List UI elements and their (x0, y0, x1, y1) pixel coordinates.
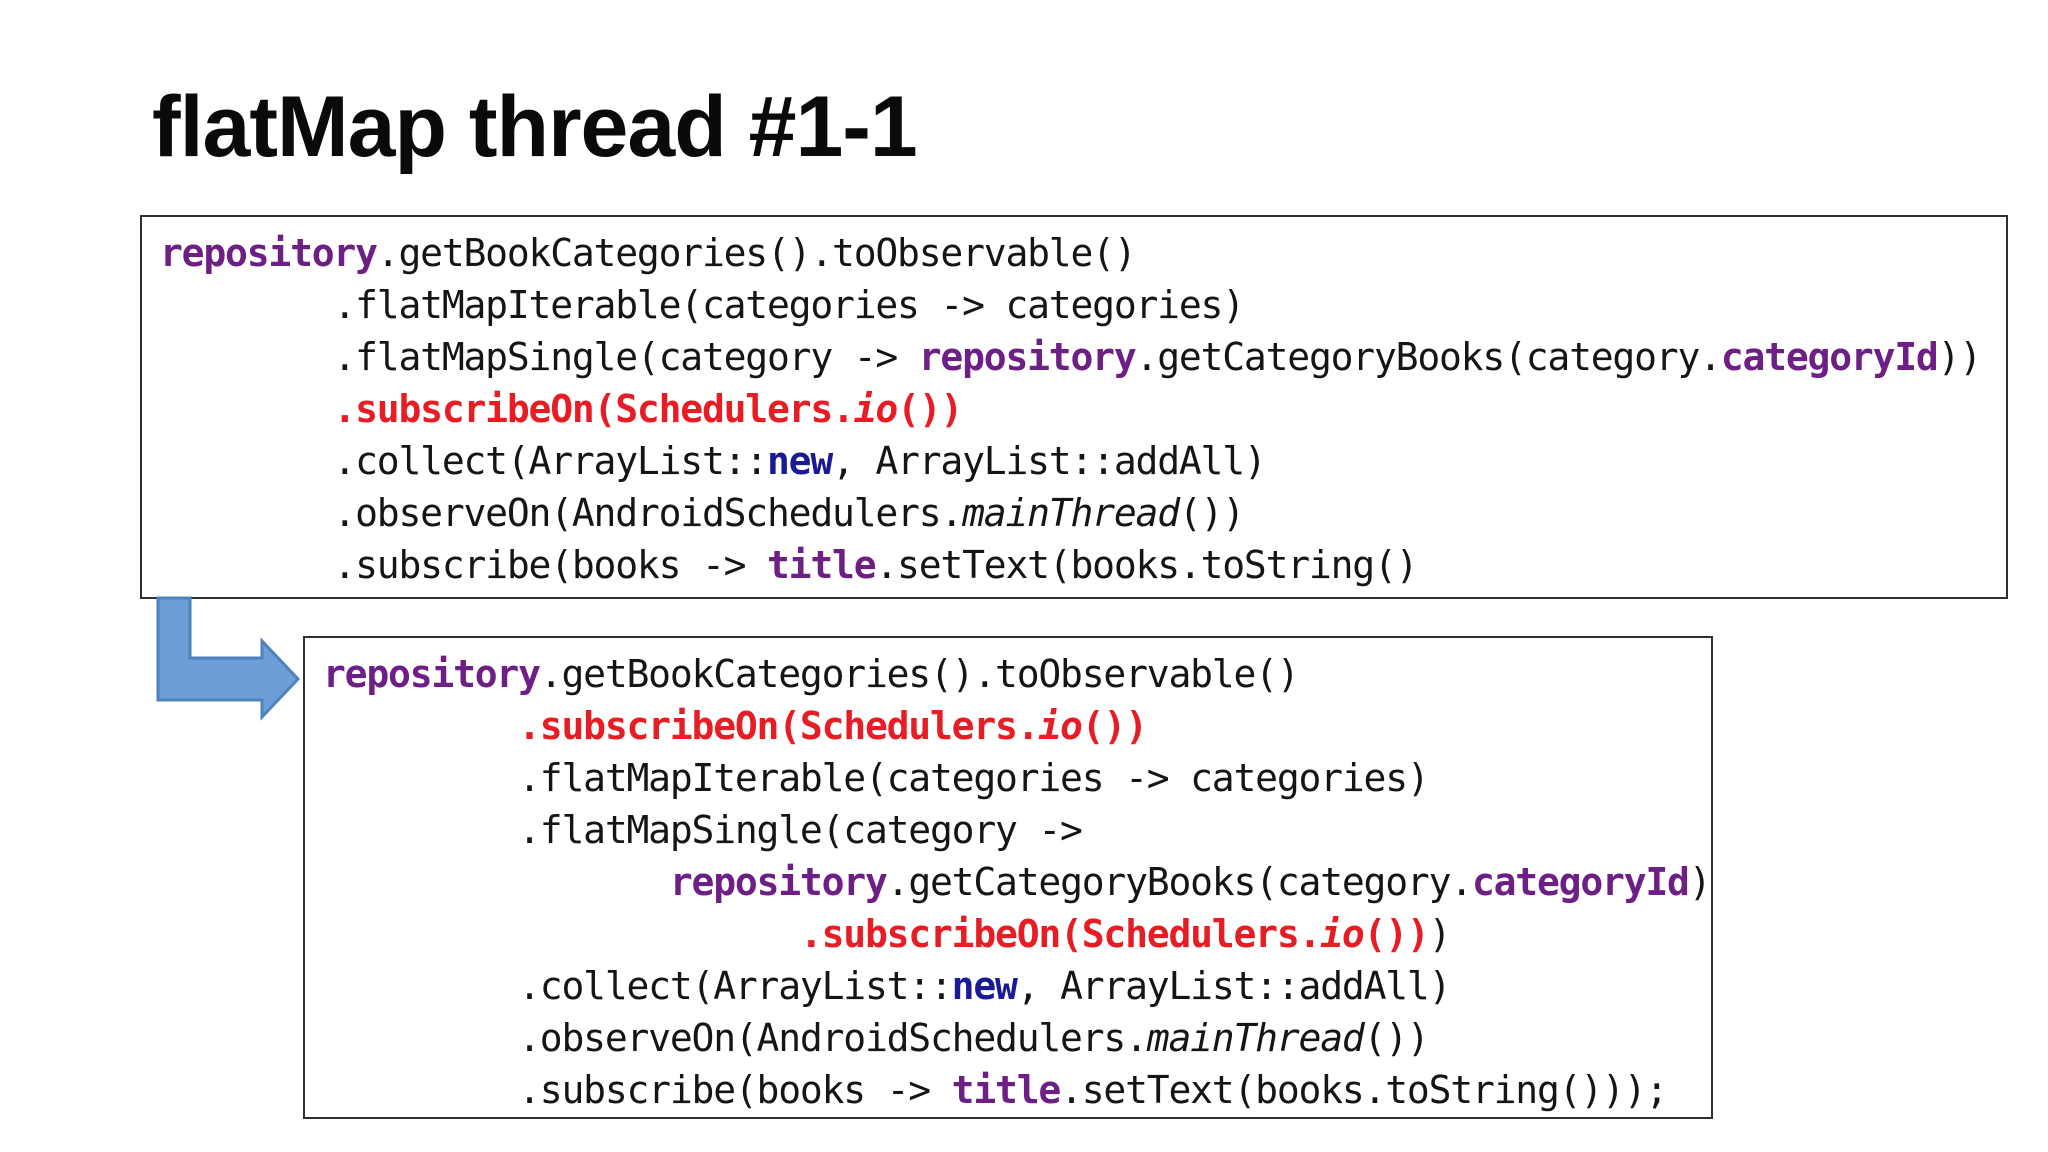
code-segment-black: ) (1688, 860, 1712, 904)
code-line: .observeOn(AndroidSchedulers.mainThread(… (160, 487, 2006, 539)
code-line: .subscribe(books -> title.setText(books.… (160, 539, 2006, 591)
code-segment-purple: categoryId (1471, 860, 1690, 904)
code-segment-black: ) (1428, 912, 1452, 956)
code-segment-red: ()) (897, 387, 963, 431)
page-title: flatMap thread #1-1 (152, 79, 918, 175)
code-segment-red: .subscribeOn(Schedulers. (160, 387, 854, 431)
code-segment-black: .flatMapSingle(category -> (323, 808, 1083, 852)
code-segment-purple: categoryId (1720, 335, 1939, 379)
code-segment-black: .setText(books.toString() (875, 543, 1418, 587)
code-segment-red: .subscribeOn(Schedulers. (323, 704, 1039, 748)
code-line: repository.getCategoryBooks(category.cat… (323, 856, 1712, 908)
code-segment-black: .getCategoryBooks(category. (886, 860, 1474, 904)
code-line: repository.getBookCategories().toObserva… (160, 227, 2006, 279)
code-segment-italic: mainThread (962, 491, 1180, 535)
code-block-rewritten: repository.getBookCategories().toObserva… (303, 636, 1713, 1119)
code-line: .flatMapIterable(categories -> categorie… (160, 279, 2006, 331)
code-line: .flatMapIterable(categories -> categorie… (323, 752, 1711, 804)
code-line: .flatMapSingle(category -> repository.ge… (160, 331, 2006, 383)
code-segment-purple: repository (918, 335, 1137, 379)
code-segment-black: .subscribe(books -> (160, 543, 767, 587)
code-segment-black: .flatMapSingle(category -> (160, 335, 919, 379)
code-segment-black: , ArrayList::addAll) (832, 439, 1267, 483)
code-segment-black: )) (1937, 335, 1983, 379)
code-segment-black: .getCategoryBooks(category. (1135, 335, 1723, 379)
code-line: repository.getBookCategories().toObserva… (323, 648, 1711, 700)
code-segment-black: .collect(ArrayList:: (160, 439, 768, 483)
code-segment-navy: new (766, 439, 833, 483)
code-segment-black: .getBookCategories().toObservable() (376, 231, 1137, 275)
code-segment-black (323, 860, 670, 904)
code-segment-red: .subscribeOn(Schedulers. (323, 912, 1321, 956)
code-segment-black: ()) (1363, 1016, 1430, 1060)
code-line: .subscribeOn(Schedulers.io())) (323, 908, 1711, 960)
code-segment-navy: new (951, 964, 1018, 1008)
code-segment-redi: io (853, 387, 899, 431)
code-line: .subscribe(books -> title.setText(books.… (323, 1064, 1711, 1116)
code-line: .subscribeOn(Schedulers.io()) (323, 700, 1711, 752)
code-line: .observeOn(AndroidSchedulers.mainThread(… (323, 1012, 1711, 1064)
elbow-arrow-icon (156, 596, 301, 721)
code-segment-black: .flatMapIterable(categories -> categorie… (160, 283, 1245, 327)
code-block-original-lines: repository.getBookCategories().toObserva… (160, 227, 2006, 591)
code-line: .subscribeOn(Schedulers.io()) (160, 383, 2006, 435)
code-segment-red: ()) (1081, 704, 1148, 748)
code-segment-purple: repository (323, 652, 541, 696)
code-segment-black: .flatMapIterable(categories -> categorie… (323, 756, 1430, 800)
code-segment-black: .subscribe(books -> (323, 1068, 952, 1112)
code-segment-purple: title (766, 543, 877, 587)
code-segment-red: ()) (1363, 912, 1430, 956)
code-segment-black: .setText(books.toString())); (1060, 1068, 1668, 1112)
code-segment-purple: repository (160, 231, 378, 275)
code-segment-black: .observeOn(AndroidSchedulers. (323, 1016, 1148, 1060)
code-segment-redi: io (1320, 912, 1365, 956)
code-segment-purple: title (951, 1068, 1062, 1112)
code-segment-purple: repository (669, 860, 888, 904)
code-line: .collect(ArrayList::new, ArrayList::addA… (323, 960, 1711, 1012)
code-line: .flatMapSingle(category -> (323, 804, 1711, 856)
code-segment-redi: io (1038, 704, 1083, 748)
code-segment-black: , ArrayList::addAll) (1016, 964, 1452, 1008)
code-block-original: repository.getBookCategories().toObserva… (140, 215, 2008, 599)
code-segment-black: .observeOn(AndroidSchedulers. (160, 491, 963, 535)
code-line: .collect(ArrayList::new, ArrayList::addA… (160, 435, 2006, 487)
code-segment-black: ()) (1178, 491, 1245, 535)
code-segment-italic: mainThread (1146, 1016, 1365, 1060)
code-segment-black: .collect(ArrayList:: (323, 964, 953, 1008)
code-block-rewritten-lines: repository.getBookCategories().toObserva… (323, 648, 1712, 1116)
code-segment-black: .getBookCategories().toObservable() (539, 652, 1300, 696)
